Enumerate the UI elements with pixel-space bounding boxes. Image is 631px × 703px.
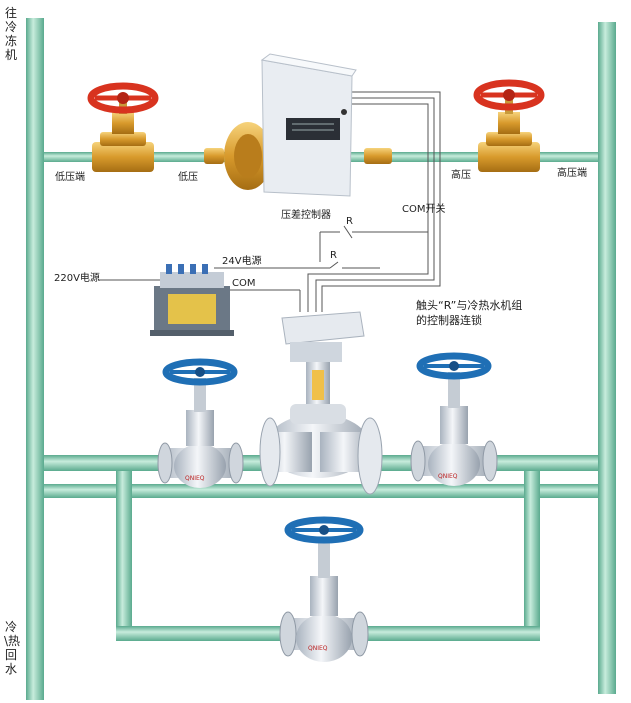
label-com: COM [232,278,255,289]
control-wires [98,91,441,312]
label-from-return: 冷\热回水 [4,620,21,676]
red-hand-wheel-icon[interactable] [473,79,545,111]
gate-valve-low-pressure [87,82,159,172]
label-contact-r-bottom: R [330,250,337,261]
pipe-bypass-top [44,484,598,498]
label-contact-r-top: R [346,216,353,227]
blue-hand-wheel-icon[interactable] [284,516,364,544]
pressure-controller-icon[interactable] [204,53,392,197]
label-to-chiller: 往冷冻机 [4,6,17,62]
electric-actuator-valve-icon [259,311,383,495]
interlock-note-line1: 触头“R”与冷热水机组 [416,299,523,312]
valve-brand-label: QNIEQ [185,475,205,482]
blue-hand-wheel-icon[interactable] [416,352,492,380]
valve-brand-label: QNIEQ [438,473,458,480]
label-24v-power: 24V电源 [222,254,262,267]
blue-hand-wheel-icon[interactable] [162,358,238,386]
pipe-left-main [26,18,44,700]
label-pressure-controller: 压差控制器 [281,208,331,221]
label-com-switch: COM开关 [402,202,445,215]
globe-valve-bypass: QNIEQ [279,516,369,662]
label-low-pressure-end: 低压端 [55,170,85,183]
globe-valve-right: QNIEQ [410,352,498,486]
pipe-bypass-right [524,471,540,641]
label-220v-power: 220V电源 [54,271,100,284]
interlock-note: 触头“R”与冷热水机组 的控制器连锁 [416,298,522,328]
interlock-note-line2: 的控制器连锁 [416,314,482,327]
red-hand-wheel-icon[interactable] [87,82,159,114]
label-high-pressure-end: 高压端 [557,166,587,179]
label-high-pressure: 高压 [451,168,471,181]
transformer-icon [150,264,234,336]
globe-valve-left: QNIEQ [157,358,244,488]
label-low-pressure: 低压 [178,170,198,183]
valve-brand-label: QNIEQ [308,645,328,652]
gate-valve-high-pressure [473,79,545,172]
pipe-right-main [598,22,616,694]
pipe-bypass-left [116,471,132,641]
